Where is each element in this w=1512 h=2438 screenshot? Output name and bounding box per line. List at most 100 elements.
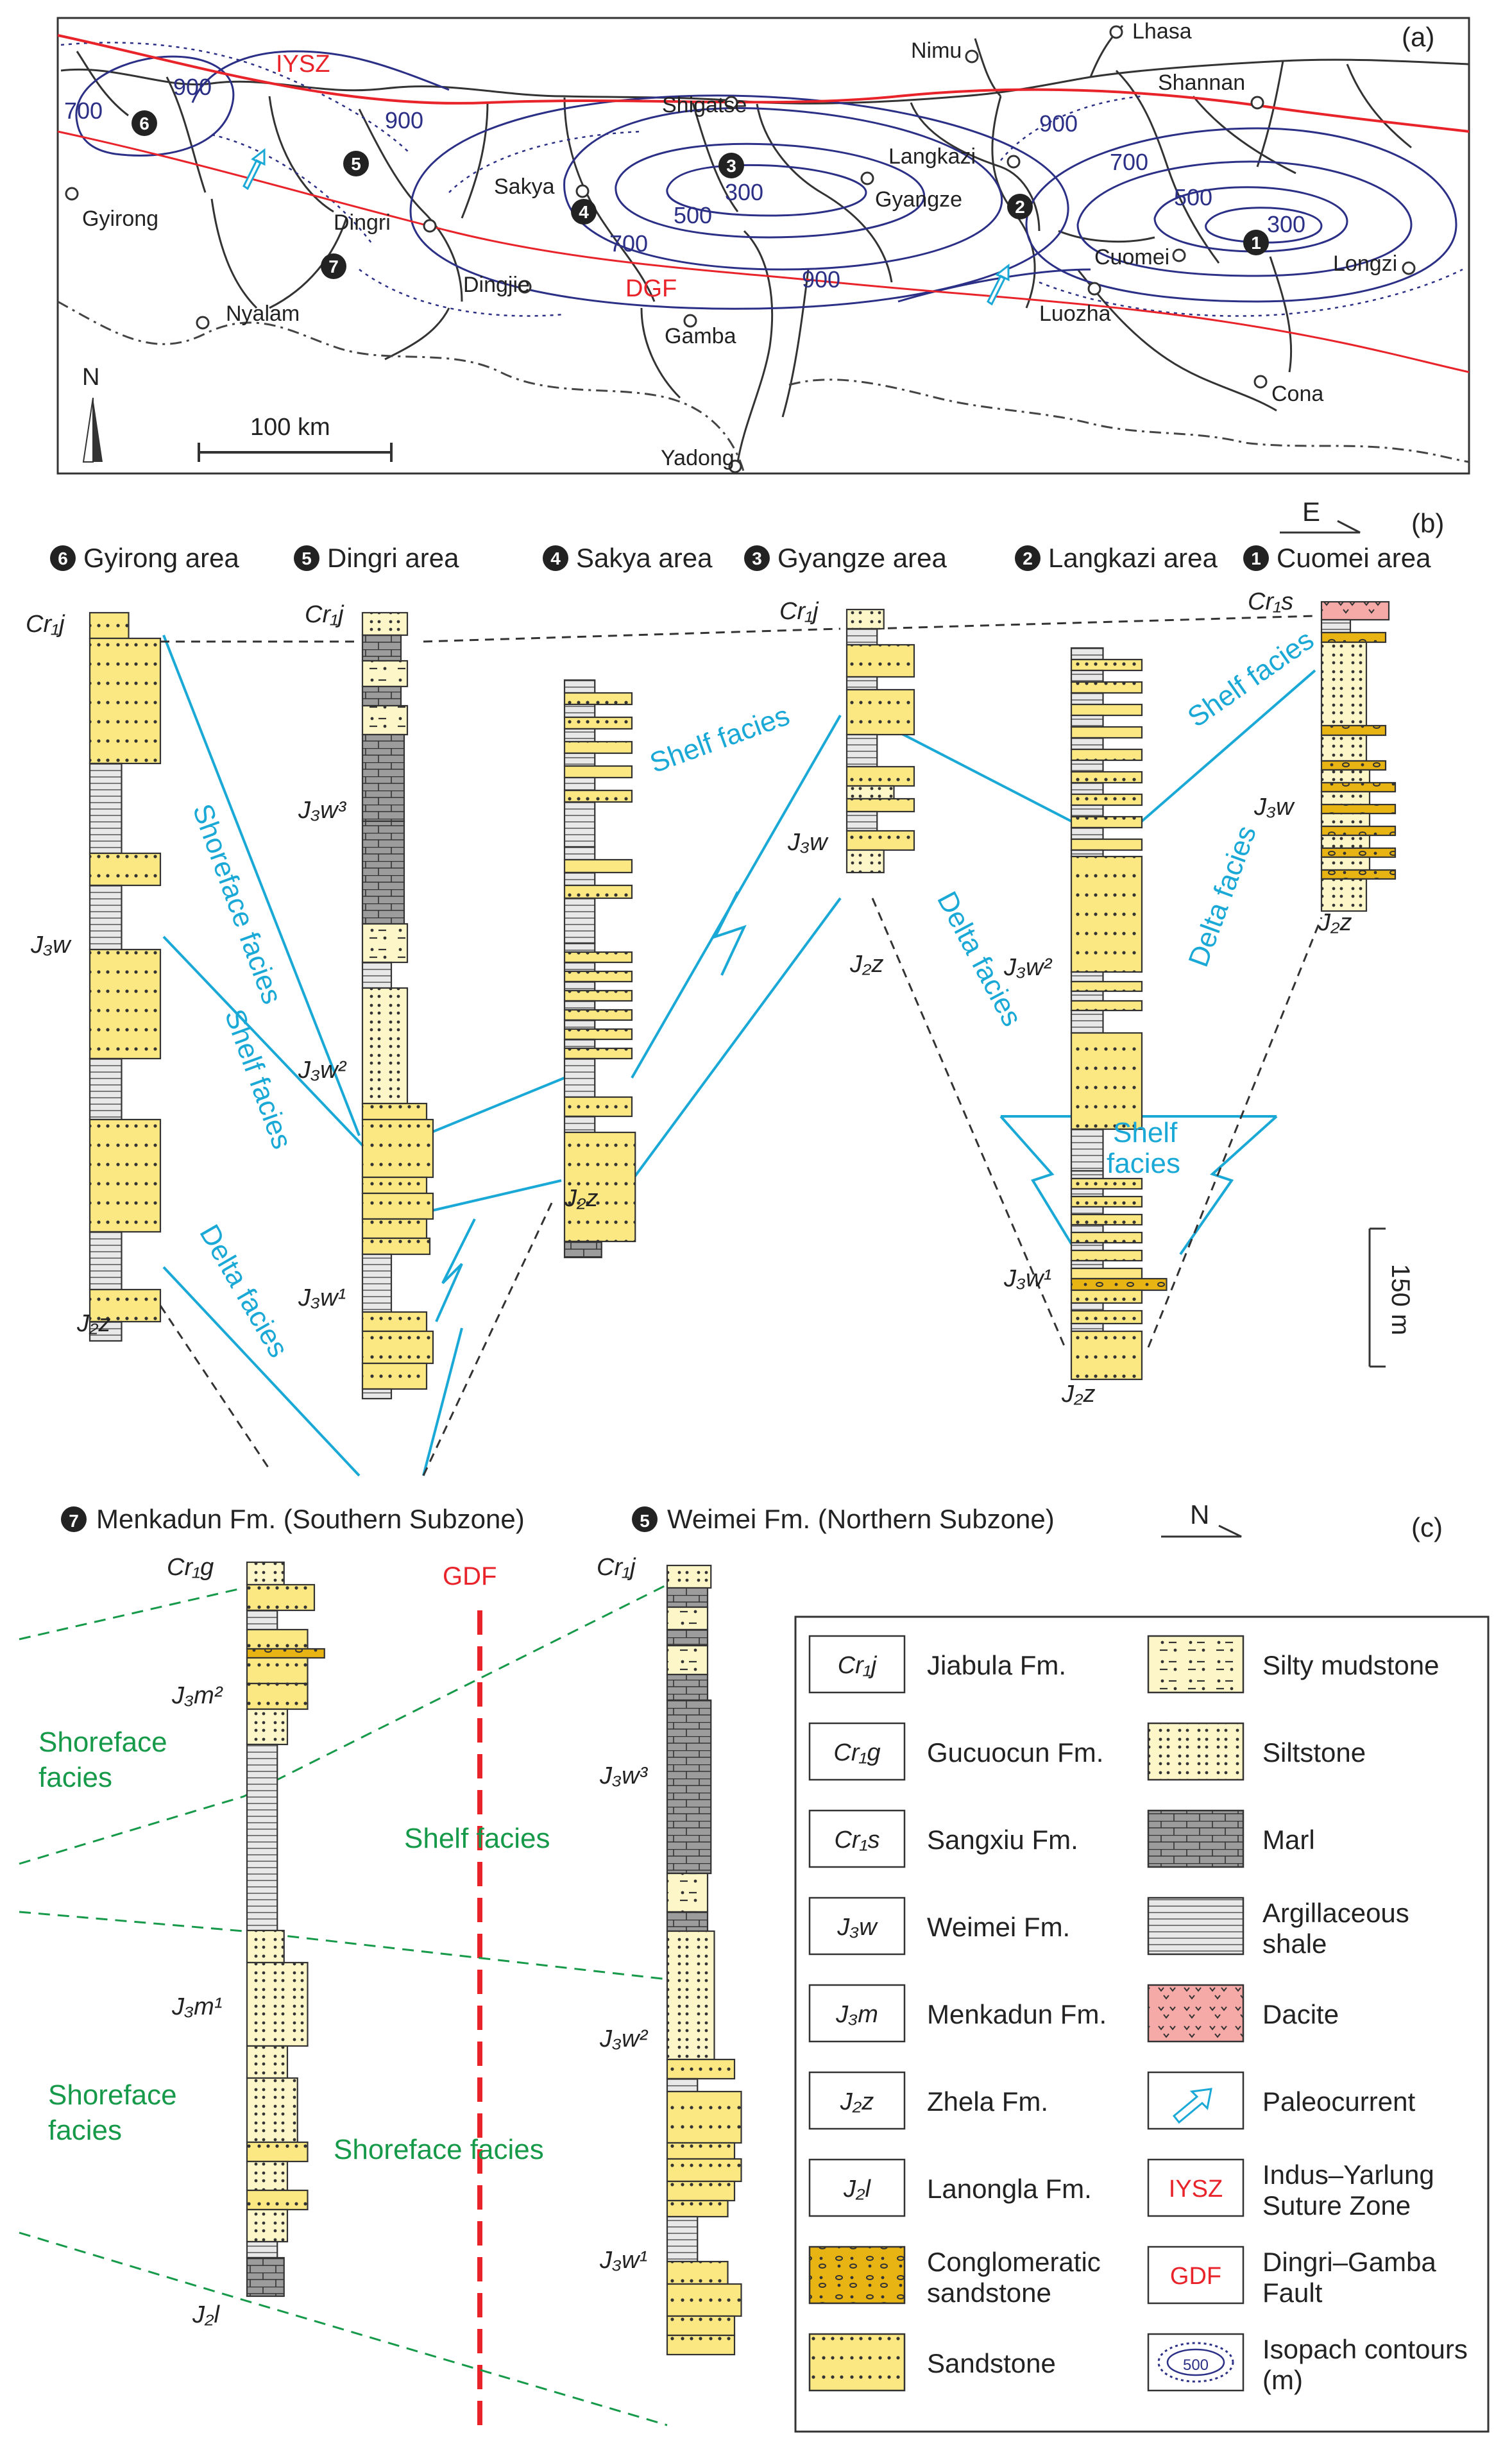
- strat-layer: [361, 1253, 393, 1313]
- strat-layer: [246, 2160, 289, 2192]
- strat-layer: [1070, 726, 1143, 739]
- legend-label: Fault: [1262, 2278, 1323, 2308]
- strat-layer: [563, 970, 633, 983]
- city-label: Nyalam: [226, 302, 300, 326]
- section-titles-c: 7 Menkadun Fm. (Southern Subzone) 5 Weim…: [61, 1504, 1055, 1534]
- contour-label: 900: [1039, 110, 1078, 137]
- formation-label: J₂z: [564, 1185, 599, 1212]
- strat-layer: [246, 1961, 309, 2047]
- facies-label: Shoreface: [38, 1726, 167, 1758]
- strat-layer: [1070, 990, 1104, 1002]
- strat-layer: [246, 1657, 309, 1685]
- facies-label: Shoreface: [48, 2079, 177, 2111]
- strat-layer: [563, 728, 596, 743]
- location-badge: [718, 153, 744, 178]
- strat-layer: [1070, 1032, 1143, 1130]
- gdf-label: GDF: [443, 1562, 497, 1590]
- section-badge: [1015, 545, 1041, 571]
- strat-layer: [1320, 760, 1387, 771]
- strat-layer: [1070, 1188, 1104, 1198]
- panel-b-tag: (b): [1411, 508, 1444, 538]
- strat-layer: [1320, 601, 1390, 621]
- strat-layer: [1320, 641, 1368, 727]
- strat-layer: [89, 852, 162, 887]
- city-marker: [518, 280, 532, 294]
- strat-layer: [563, 942, 596, 953]
- section-badge: [294, 545, 319, 571]
- strat-layer: [666, 1564, 712, 1589]
- strat-layer: [845, 830, 915, 851]
- strat-layer: [361, 1176, 428, 1195]
- strat-layer: [666, 2283, 742, 2317]
- strat-layer: [361, 1311, 428, 1333]
- facies-label: Shoreface facies: [334, 2134, 544, 2165]
- strat-layer: [845, 797, 915, 813]
- contour-label: 700: [1110, 149, 1148, 175]
- city-label: Yadong: [661, 446, 735, 470]
- strat-layer: [666, 1644, 709, 1676]
- strat-layer: [89, 948, 162, 1060]
- formation-label: J₃w¹: [298, 1284, 346, 1311]
- legend-label: Paleocurrent: [1262, 2086, 1415, 2117]
- dashed-correlations: [159, 615, 1323, 1476]
- strat-layer: [361, 704, 409, 736]
- section-badge-number: 3: [752, 549, 762, 568]
- section-title: Sakya area: [576, 543, 713, 573]
- strat-layer: [563, 1047, 633, 1060]
- strat-layer: [666, 2199, 729, 2218]
- strat-layer: [1070, 703, 1143, 717]
- formation-label: J₃w: [30, 932, 72, 959]
- strat-layer: [1070, 1195, 1143, 1208]
- strat-layer: [361, 733, 405, 823]
- legend-label: Silty mudstone: [1262, 1650, 1439, 1680]
- strat-layer: [563, 716, 633, 730]
- formation-label: J₂z: [1318, 909, 1352, 936]
- direction-label-n: N: [1190, 1499, 1209, 1530]
- legend-label: Sangxiu Fm.: [927, 1825, 1078, 1855]
- strat-columns-c: [246, 1561, 742, 2356]
- strat-layer: [246, 1708, 289, 1746]
- strat-layer: [1070, 1330, 1143, 1381]
- legend-code: J₂z: [840, 2088, 874, 2115]
- north-arrow: N: [82, 364, 103, 463]
- section-badge-number: 1: [1251, 549, 1261, 568]
- location-badge-number: 4: [579, 202, 589, 222]
- strat-layer: [246, 2240, 278, 2259]
- strat-layer: [1070, 1170, 1104, 1180]
- city-label: Dingri: [334, 210, 391, 235]
- legend-swatch: [1147, 1984, 1244, 2043]
- location-badge: [132, 110, 157, 136]
- strat-layer: [361, 1237, 431, 1256]
- legend-code: GDF: [1170, 2263, 1221, 2290]
- formation-label: J₃w³: [599, 1762, 649, 1789]
- city-label: Lhasa: [1132, 19, 1192, 44]
- strat-layer: [1070, 1267, 1143, 1280]
- legend-swatch: [808, 2071, 906, 2130]
- strat-layer: [1320, 803, 1397, 815]
- strat-layer: [1320, 781, 1397, 793]
- strat-layer: [666, 1911, 709, 1932]
- strat-layer: [1070, 1223, 1104, 1234]
- facies-label: Delta facies: [1182, 822, 1262, 971]
- strat-layer: [1070, 804, 1104, 818]
- strat-layer: [246, 2077, 298, 2144]
- contour-label: 900: [173, 74, 212, 100]
- formation-label: Cr₁g: [167, 1554, 214, 1581]
- strat-layer: [563, 961, 596, 973]
- formation-label: Cr₁j: [26, 611, 65, 638]
- city-marker: [196, 316, 210, 330]
- strat-layer: [1070, 1277, 1168, 1291]
- scale-label: 100 km: [250, 414, 330, 441]
- strat-layer: [845, 644, 915, 678]
- legend-code: J₃m: [835, 2001, 878, 2028]
- paleocurrent-arrow-icon: [242, 148, 266, 191]
- contour-label: 900: [385, 107, 423, 133]
- strat-layer: [1070, 793, 1143, 806]
- vertical-scale: 150 m: [1368, 1227, 1414, 1368]
- paleocurrent-arrow-icon: [987, 263, 1010, 306]
- legend-swatch: [808, 1984, 906, 2043]
- city-label: Langkazi: [888, 144, 976, 169]
- facies-label: Shelf facies: [646, 700, 794, 780]
- legend-code: Cr₁g: [833, 1739, 880, 1766]
